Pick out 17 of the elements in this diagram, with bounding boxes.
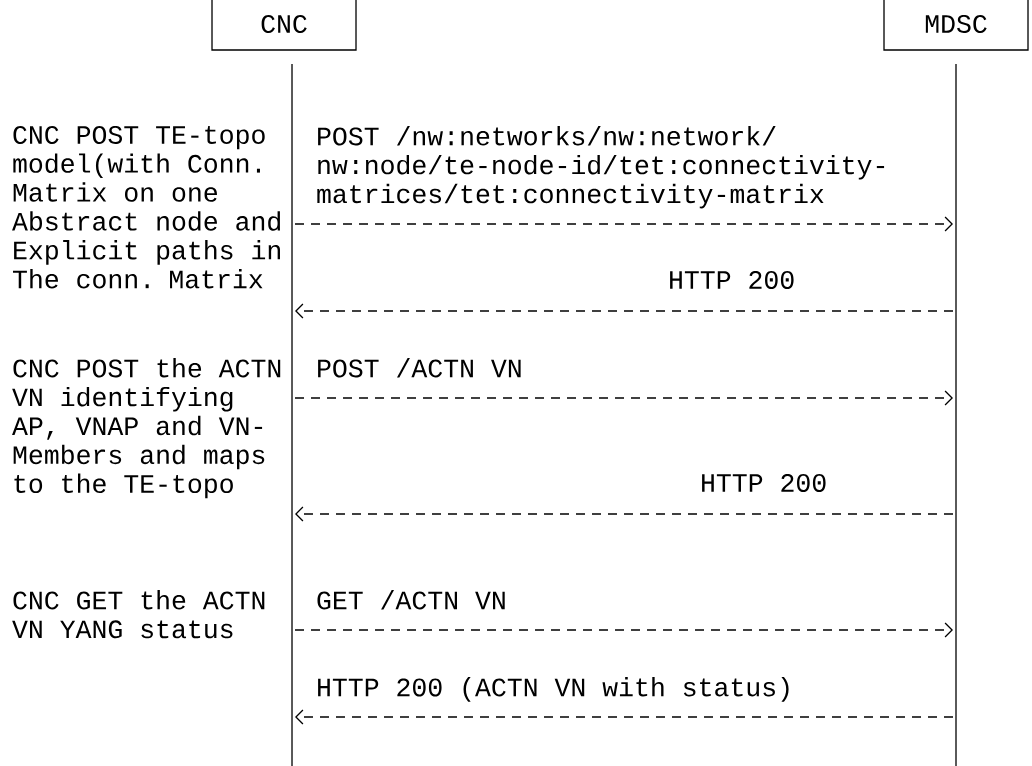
- note-text: CNC POST the ACTN VN identifying AP, VNAP and VN- Members and maps to the TE-topo: [12, 358, 281, 499]
- arrow: [294, 622, 953, 638]
- arrow: [295, 303, 954, 319]
- edge-label: POST /ACTN VN: [318, 358, 521, 378]
- arrow: [294, 390, 953, 406]
- participant-box: CNC: [211, 0, 357, 51]
- edge-label: GET /ACTN VN: [317, 590, 505, 610]
- arrow: [295, 506, 954, 522]
- edge-label: HTTP 200: [702, 474, 826, 492]
- edge-label: HTTP 200 (ACTN VN with status): [318, 677, 789, 702]
- participant-box: MDSC: [883, 0, 1029, 51]
- edge-label: HTTP 200: [670, 271, 794, 289]
- note-text: CNC POST TE-topo model(with Conn. Matrix on one Abstract node and Explicit paths in The conn. Matrix: [12, 126, 280, 289]
- arrow: [294, 216, 953, 232]
- arrow: [295, 709, 954, 725]
- note-text: CNC GET the ACTN VN YANG status: [12, 590, 265, 639]
- edge-label: POST /nw:networks/nw:network/ nw:node/te-node-id/tet:connectivity- matrices/tet:connectivity-matrix: [317, 126, 885, 209]
